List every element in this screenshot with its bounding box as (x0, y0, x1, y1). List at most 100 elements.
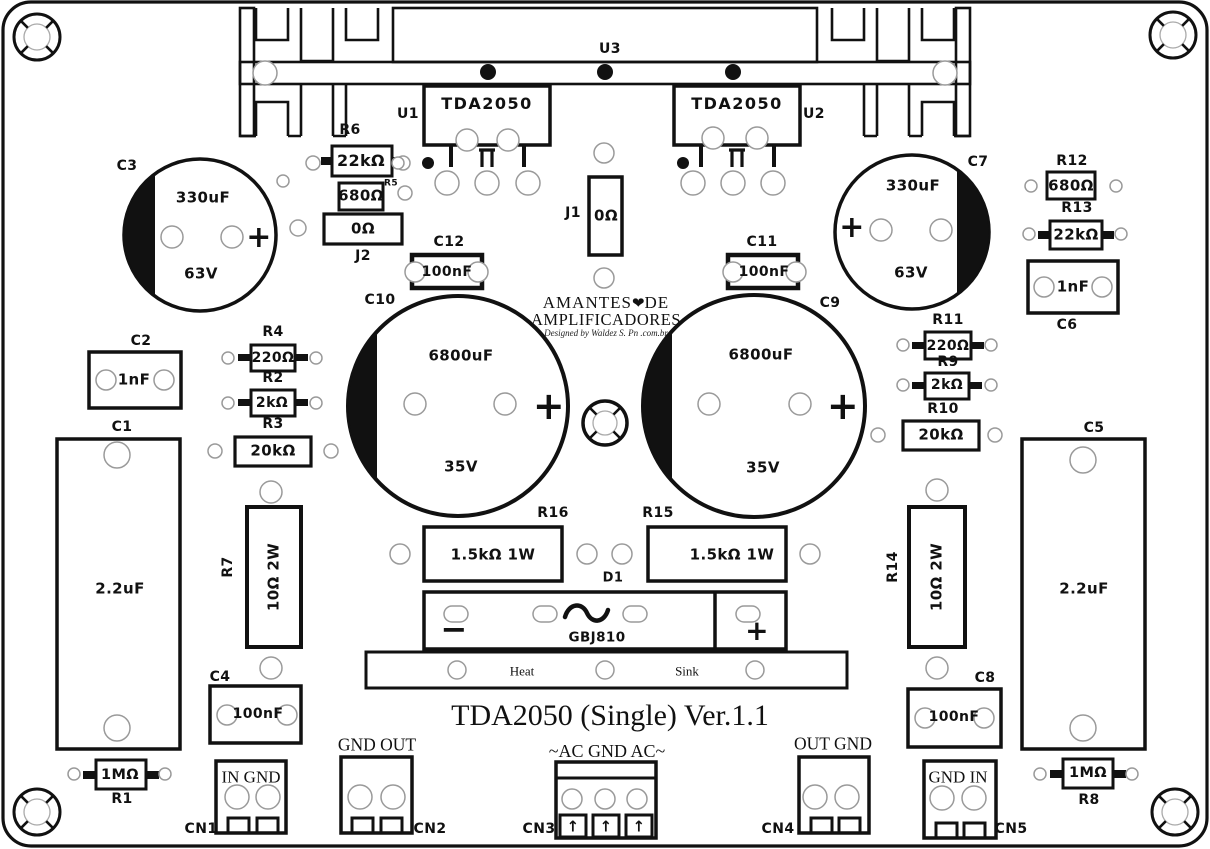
capacitor-c3-plus-marker: + (246, 220, 272, 255)
capacitor-c11-bracket (725, 252, 801, 291)
diode-minus-marker: − (440, 610, 468, 648)
heatsink-mount-dots (480, 64, 741, 80)
resistor-r6-ref-label: R6 (339, 122, 361, 138)
resistor-r7-body (245, 505, 303, 649)
connector-cn3-ref-label: CN3 (522, 821, 556, 837)
resistor-r1-ref-label: R1 (111, 791, 133, 807)
resistor-r10-body (901, 419, 981, 452)
capacitor-c3 (122, 157, 278, 313)
resistor-r2-value-label: 2kΩ (255, 395, 289, 411)
cn3-arrow-up-icon: ↑ (632, 817, 646, 836)
pin1-marker-dots (422, 157, 689, 169)
ic-u1-value-label: TDA2050 (441, 94, 533, 113)
heatbar-right-label: Sink (675, 663, 699, 679)
jumper-j2-ref-label: J2 (355, 248, 371, 264)
capacitor-c3-ref-label: C3 (116, 158, 138, 174)
capacitor-c7-plus-marker: + (839, 210, 865, 245)
capacitor-c5-body (1020, 437, 1147, 751)
resistor-r12-body (1045, 170, 1097, 201)
cn3-arrow-up-icon: ↑ (599, 817, 613, 836)
capacitor-c3-value-label: 330uF (175, 188, 231, 207)
capacitor-c1-body (55, 437, 182, 751)
capacitor-c5-ref-label: C5 (1083, 420, 1105, 436)
resistor-r14-ref-label: R14 (885, 551, 901, 583)
resistor-r1-value-label: 1MΩ (100, 766, 140, 783)
diode-d1-value-label: GBJ810 (568, 629, 626, 646)
resistor-r7-ref-label: R7 (220, 556, 236, 578)
resistor-r9-ref-label: R9 (937, 354, 959, 370)
resistor-r6-value-label: 22kΩ (336, 151, 386, 170)
bridge-rectifier-d1 (422, 590, 788, 651)
logo-signature: Designed by Waldez S. Pn .com.br (544, 327, 668, 338)
resistor-r13-ref-label: R13 (1061, 200, 1093, 216)
capacitor-c4-ref-label: C4 (209, 669, 231, 685)
capacitor-c7 (833, 153, 991, 311)
capacitor-c11-value-label: 100nF (738, 264, 790, 280)
connector-cn3-label: ~AC GND AC~ (548, 741, 666, 761)
solder-pads (67, 126, 1139, 811)
resistor-r11-value-label: 220Ω (926, 338, 970, 354)
jumper-j1-ref-label: J1 (565, 205, 581, 221)
connector-cn5-label: GND IN (928, 767, 988, 787)
resistor-r15-value-label: 1.5kΩ 1W (689, 545, 775, 564)
connector-cn4-ref-label: CN4 (761, 821, 795, 837)
connector-cn2-label: GND OUT (337, 734, 417, 755)
ic-u2-package (672, 84, 802, 167)
ic-u1-ref-label: U1 (397, 106, 419, 122)
jumper-j1-value-label: 0Ω (594, 206, 618, 225)
resistor-r3-ref-label: R3 (262, 416, 284, 432)
capacitor-c10-value-label: 6800uF (428, 346, 494, 365)
capacitor-c9 (641, 293, 867, 519)
box-capacitors (55, 259, 1147, 751)
resistor-r13-value-label: 22kΩ (1053, 225, 1099, 244)
resistor-r15-ref-label: R15 (642, 505, 674, 521)
resistor-r3-value-label: 20kΩ (250, 441, 296, 460)
resistor-r16-ref-label: R16 (537, 505, 569, 521)
resistor-r4-body (249, 343, 297, 373)
resistor-r15-body (646, 525, 788, 583)
capacitor-c10-ref-label: C10 (364, 292, 396, 308)
resistor-r14-body (907, 505, 967, 649)
capacitor-c9-plus-marker: + (826, 384, 860, 428)
ic-u2-ref-label: U2 (803, 106, 825, 122)
heatsink-outline (238, 6, 972, 138)
resistor-r12-value-label: 680Ω (1048, 176, 1094, 195)
resistor-r10-value-label: 20kΩ (918, 425, 964, 444)
capacitor-c8-value-label: 100nF (928, 709, 980, 725)
resistor-bodies (94, 144, 1115, 791)
resistor-r7-value-label: 10Ω 2W (264, 542, 283, 612)
mounting-holes (12, 10, 1200, 837)
capacitor-c1-value-label: 2.2uF (95, 579, 145, 598)
capacitor-c12-ref-label: C12 (433, 234, 465, 250)
resistor-r3-body (233, 435, 313, 468)
heatsink-holes (252, 60, 958, 86)
logo-word-right: DE (644, 292, 670, 312)
capacitor-c7-value-label: 330uF (885, 176, 941, 195)
resistor-r16-value-label: 1.5kΩ 1W (450, 545, 536, 564)
capacitor-c9-voltage-label: 35V (746, 458, 780, 477)
capacitor-c2-value-label: 1nF (117, 370, 151, 389)
resistor-r5-body (337, 181, 385, 212)
connector-cn4-label: OUT GND (794, 733, 872, 754)
capacitor-c1-ref-label: C1 (111, 419, 133, 435)
heatsink-ref-label: U3 (599, 41, 621, 57)
ac-sine-icon (562, 603, 611, 623)
diode-d1-ref-label: D1 (602, 570, 624, 586)
resistor-r12-ref-label: R12 (1056, 153, 1088, 169)
connector-cn5-ref-label: CN5 (994, 821, 1028, 837)
capacitor-c9-value-label: 6800uF (728, 345, 794, 364)
capacitor-c9-ref-label: C9 (819, 295, 841, 311)
capacitor-c5-value-label: 2.2uF (1059, 579, 1109, 598)
cn3-arrow-up-icon: ↑ (566, 817, 580, 836)
capacitor-c10-plus-marker: + (532, 384, 566, 428)
capacitor-c10-voltage-label: 35V (444, 457, 478, 476)
capacitor-c6-ref-label: C6 (1056, 317, 1078, 333)
ic-u2-value-label: TDA2050 (691, 94, 783, 113)
capacitor-c3-voltage-label: 63V (184, 264, 218, 283)
capacitor-c12-value-label: 100nF (421, 264, 473, 280)
board-title: TDA2050 (Single) Ver.1.1 (451, 699, 769, 732)
resistor-r9-value-label: 2kΩ (930, 377, 964, 393)
resistor-r4-ref-label: R4 (262, 324, 284, 340)
logo-line2: AMPLIFICADORES (530, 310, 682, 330)
